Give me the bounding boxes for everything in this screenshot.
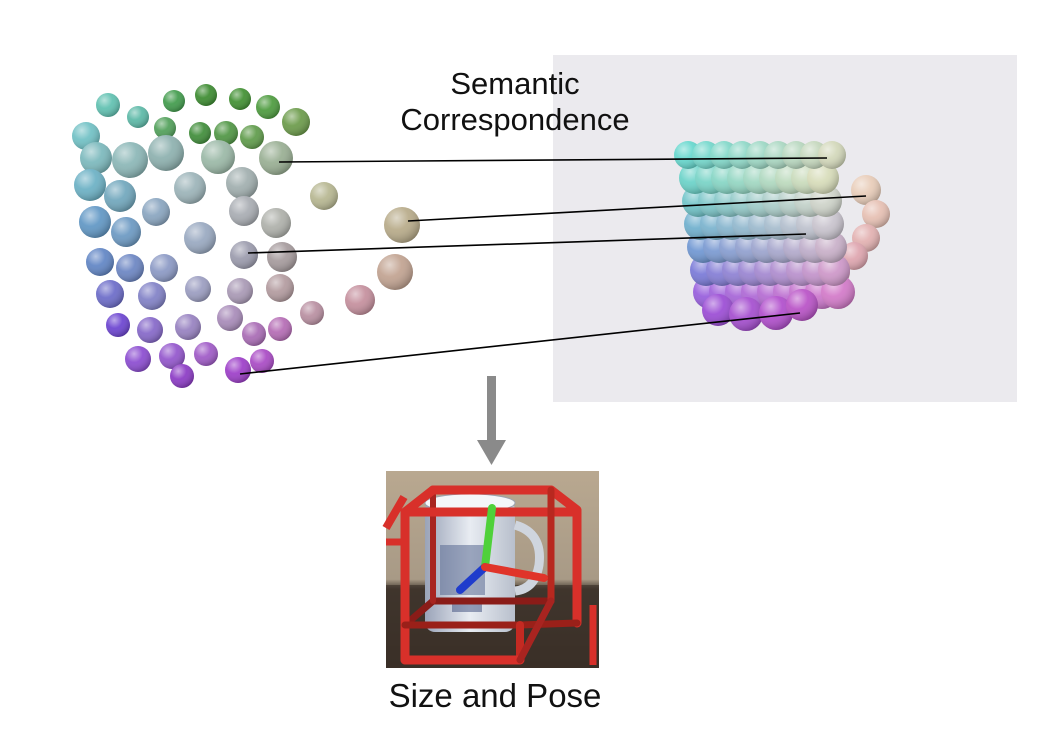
point-sphere-shade bbox=[185, 276, 211, 302]
correspondence-line bbox=[407, 195, 867, 222]
point-sphere-shade bbox=[227, 278, 253, 304]
size-pose-result-image bbox=[382, 471, 599, 668]
point-sphere-shade bbox=[159, 343, 185, 369]
point-sphere-shade bbox=[106, 313, 130, 337]
point-sphere-shade bbox=[79, 206, 111, 238]
point-sphere-shade bbox=[226, 167, 258, 199]
point-sphere-shade bbox=[702, 294, 734, 326]
point-sphere-shade bbox=[194, 342, 218, 366]
point-sphere-shade bbox=[759, 296, 793, 330]
point-sphere-shade bbox=[111, 217, 141, 247]
point-sphere-shade bbox=[818, 141, 846, 169]
point-sphere-shade bbox=[268, 317, 292, 341]
axis-z bbox=[456, 563, 489, 594]
down-arrow-icon bbox=[477, 376, 506, 465]
point-sphere-shade bbox=[229, 88, 251, 110]
point-sphere-shade bbox=[310, 182, 338, 210]
point-sphere-shade bbox=[229, 196, 259, 226]
point-sphere-shade bbox=[116, 254, 144, 282]
correspondence-line bbox=[239, 312, 801, 375]
point-sphere-shade bbox=[195, 84, 217, 106]
point-sphere-shade bbox=[80, 142, 112, 174]
observed-point-cloud bbox=[72, 84, 420, 388]
point-sphere-shade bbox=[104, 180, 136, 212]
point-sphere-shade bbox=[150, 254, 178, 282]
point-sphere-shade bbox=[225, 357, 251, 383]
point-sphere-shade bbox=[148, 135, 184, 171]
axis-x bbox=[481, 563, 548, 582]
point-sphere-shade bbox=[250, 349, 274, 373]
point-sphere-shade bbox=[74, 169, 106, 201]
point-sphere-shade bbox=[96, 93, 120, 117]
correspondence-lines bbox=[239, 157, 867, 375]
canonical-mug-point-cloud bbox=[674, 141, 890, 331]
point-sphere-shade bbox=[812, 208, 844, 240]
point-sphere-shade bbox=[184, 222, 216, 254]
point-sphere-shade bbox=[154, 117, 176, 139]
bounding-box-3d bbox=[400, 485, 582, 665]
correspondence-line bbox=[278, 157, 828, 163]
point-sphere-shade bbox=[96, 280, 124, 308]
point-sphere-shade bbox=[345, 285, 375, 315]
correspondence-line bbox=[247, 233, 807, 254]
point-sphere-shade bbox=[86, 248, 114, 276]
point-sphere-shade bbox=[138, 282, 166, 310]
point-sphere-shade bbox=[125, 346, 151, 372]
point-sphere-shade bbox=[127, 106, 149, 128]
point-sphere-shade bbox=[807, 162, 839, 194]
point-sphere-shade bbox=[267, 242, 297, 272]
point-sphere-shade bbox=[163, 90, 185, 112]
point-sphere-shade bbox=[266, 274, 294, 302]
point-sphere-shade bbox=[175, 314, 201, 340]
point-sphere-shade bbox=[282, 108, 310, 136]
point-sphere-shade bbox=[142, 198, 170, 226]
point-sphere-shade bbox=[112, 142, 148, 178]
point-sphere-shade bbox=[256, 95, 280, 119]
point-sphere-shade bbox=[729, 297, 763, 331]
point-sphere-shade bbox=[377, 254, 413, 290]
point-sphere-shade bbox=[259, 141, 293, 175]
point-sphere-shade bbox=[300, 301, 324, 325]
point-sphere-shade bbox=[137, 317, 163, 343]
size-and-pose-label: Size and Pose bbox=[388, 677, 602, 714]
pose-axes bbox=[456, 504, 548, 594]
point-sphere-shade bbox=[240, 125, 264, 149]
point-sphere-shade bbox=[214, 121, 238, 145]
point-sphere-shade bbox=[851, 175, 881, 205]
point-sphere-shade bbox=[217, 305, 243, 331]
point-sphere-shade bbox=[384, 207, 420, 243]
point-sphere-shade bbox=[862, 200, 890, 228]
point-sphere-shade bbox=[189, 122, 211, 144]
point-sphere-shade bbox=[242, 322, 266, 346]
point-sphere-shade bbox=[201, 140, 235, 174]
point-sphere-shade bbox=[174, 172, 206, 204]
axis-y bbox=[481, 504, 496, 571]
semantic-correspondence-label: Semantic Correspondence bbox=[400, 66, 630, 137]
point-sphere-shade bbox=[261, 208, 291, 238]
point-sphere-shade bbox=[170, 364, 194, 388]
point-sphere-shade bbox=[786, 289, 818, 321]
point-sphere-shade bbox=[230, 241, 258, 269]
